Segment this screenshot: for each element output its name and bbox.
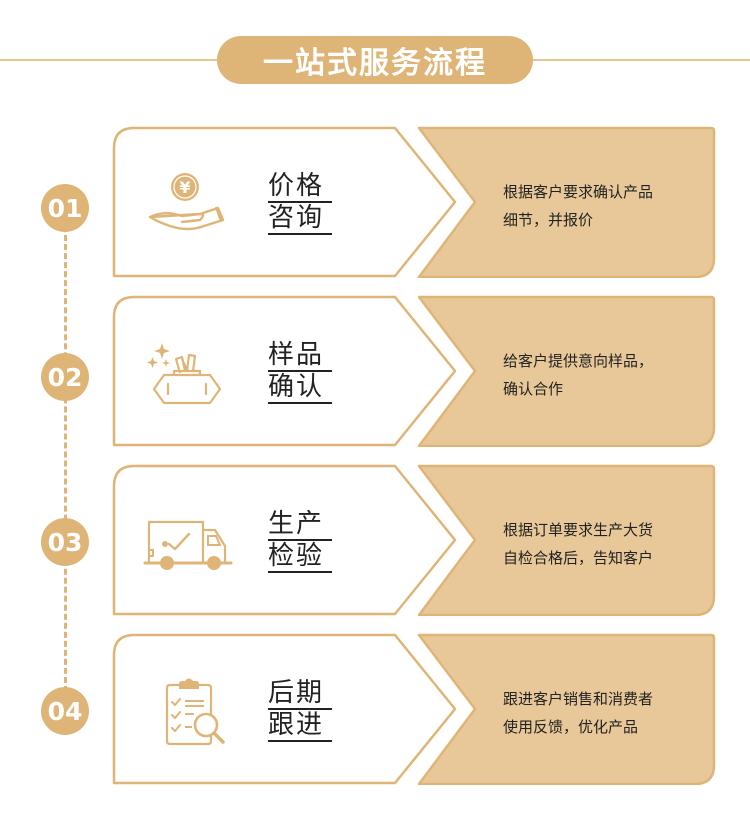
step-description: 跟进客户销售和消费者 使用反馈，优化产品 bbox=[503, 690, 654, 736]
step-title: 样品 确认 bbox=[268, 340, 332, 404]
step-title: 生产 检验 bbox=[268, 509, 332, 573]
step-card-follow-up: 后期 跟进 跟进客户销售和消费者 使用反馈，优化产品 bbox=[0, 633, 750, 785]
step-number-badge: 03 bbox=[41, 518, 89, 566]
step-card-sample-confirm: 样品 确认 给客户提供意向样品， 确认合作 bbox=[0, 295, 750, 447]
step-title: 后期 跟进 bbox=[268, 678, 332, 742]
wet-wipes-sparkle-icon bbox=[147, 343, 222, 405]
page-title: 一站式服务流程 bbox=[217, 36, 533, 84]
timeline-dashed-line bbox=[64, 208, 67, 710]
step-description: 根据订单要求生产大货 自检合格后，告知客户 bbox=[503, 521, 654, 567]
step-description: 给客户提供意向样品， 确认合作 bbox=[503, 352, 654, 398]
svg-text:¥: ¥ bbox=[179, 178, 190, 197]
step-card-production-inspection: 生产 检验 根据订单要求生产大货 自检合格后，告知客户 bbox=[0, 464, 750, 616]
step-number-badge: 04 bbox=[41, 687, 89, 735]
hand-yen-coin-icon: ¥ bbox=[148, 173, 225, 231]
step-card-price-inquiry: ¥ 价格 咨询 根据客户要求确认产品 细节，并报价 bbox=[0, 126, 750, 278]
step-number-badge: 02 bbox=[41, 353, 89, 401]
truck-check-icon bbox=[143, 520, 233, 570]
step-description: 根据客户要求确认产品 细节，并报价 bbox=[503, 183, 654, 229]
step-number-badge: 01 bbox=[41, 184, 89, 232]
clipboard-magnifier-icon bbox=[165, 678, 225, 746]
step-title: 价格 咨询 bbox=[268, 171, 332, 235]
